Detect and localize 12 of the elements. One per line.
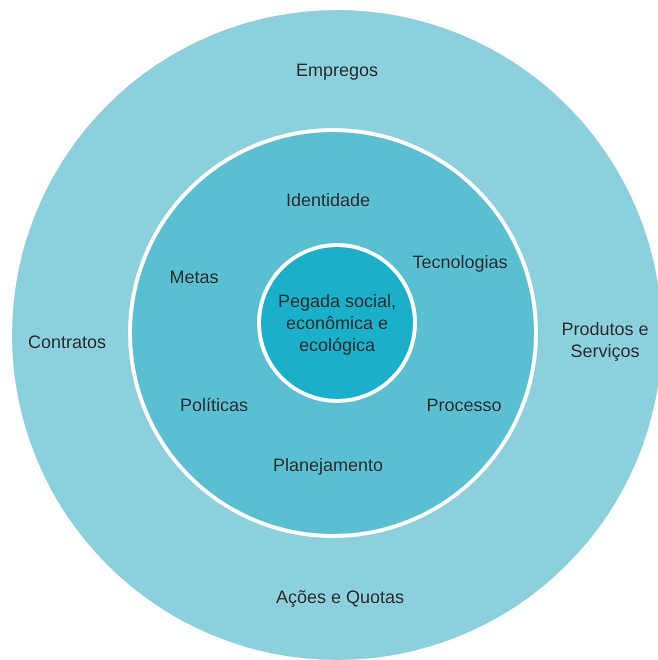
ring-label: Processo [426,394,502,416]
ring-label: Contratos [28,331,106,353]
ring-label: Planejamento [272,454,384,476]
concentric-circle [128,128,538,538]
ring-label: Políticas [180,394,248,416]
ring-label: Pegada social, econômica e ecológica [276,290,398,356]
ring-label: Identidade [286,189,370,211]
ring-label: Empregos [296,59,378,81]
ring-label: Metas [169,266,219,288]
ring-label: Ações e Quotas [276,586,404,608]
ring-label: Tecnologias [412,251,508,273]
ring-label: Produtos e Serviços [560,318,650,362]
